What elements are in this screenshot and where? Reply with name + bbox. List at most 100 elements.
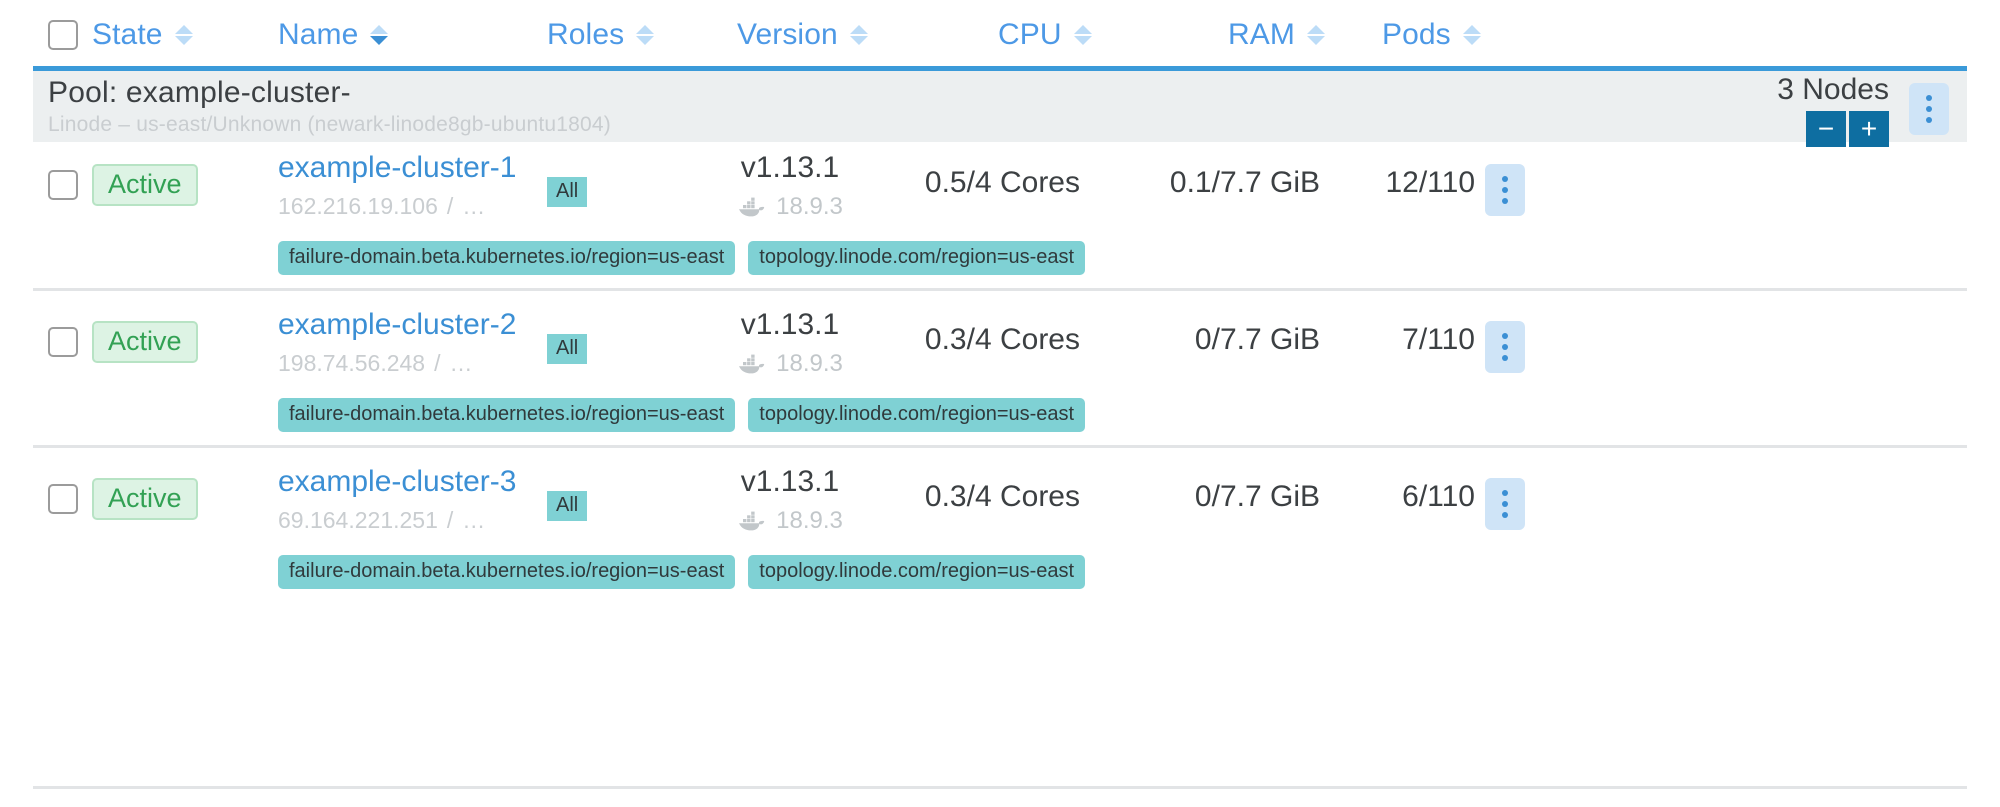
node-label-chip: failure-domain.beta.kubernetes.io/region…	[278, 555, 736, 589]
kebab-dot	[1926, 106, 1932, 112]
cell-version: v1.13.1	[700, 467, 880, 533]
sort-chevrons-icon[interactable]	[173, 25, 195, 45]
sort-chevrons-icon[interactable]	[848, 25, 870, 45]
row-separator	[33, 288, 1967, 291]
chevron-down-icon	[370, 36, 389, 45]
sort-chevrons-icon[interactable]	[368, 25, 390, 45]
cell-pods: 12/110	[1330, 166, 1475, 200]
cell-version: v1.13.1	[700, 310, 880, 376]
node-label-chip: topology.linode.com/region=us-east	[748, 555, 1086, 589]
cell-roles: All	[547, 171, 588, 207]
decrement-nodes-button[interactable]: −	[1806, 111, 1846, 147]
cpu-value: 0.3/4 Cores	[924, 480, 1080, 513]
chevron-down-icon	[849, 36, 868, 45]
kebab-dot	[1502, 355, 1508, 361]
ip-separator: /	[446, 507, 454, 533]
node-ip-address: 198.74.56.248	[278, 350, 426, 376]
cell-name: example-cluster-1 162.216.19.106/…	[278, 153, 516, 218]
node-labels: failure-domain.beta.kubernetes.io/region…	[278, 398, 1086, 432]
node-ip-more[interactable]: …	[462, 193, 487, 219]
chevron-up-icon	[370, 25, 389, 34]
role-chip: All	[547, 177, 588, 207]
node-name-link[interactable]: example-cluster-3	[278, 465, 517, 498]
column-header-ram-label: RAM	[1228, 18, 1295, 51]
kebab-dot	[1502, 333, 1508, 339]
node-labels: failure-domain.beta.kubernetes.io/region…	[278, 555, 1086, 589]
column-header-pods-label: Pods	[1382, 18, 1451, 51]
cell-name: example-cluster-2 198.74.56.248 / …	[278, 310, 516, 375]
row-select-checkbox[interactable]	[48, 484, 78, 514]
chevron-up-icon	[174, 25, 193, 34]
row-kebab-menu-icon[interactable]	[1485, 164, 1525, 216]
chevron-down-icon	[636, 36, 655, 45]
sort-chevrons-icon[interactable]	[1072, 25, 1094, 45]
sort-chevrons-icon[interactable]	[634, 25, 656, 45]
cell-name: example-cluster-3 69.164.221.251/…	[278, 467, 516, 532]
docker-icon	[737, 354, 767, 374]
node-count-stepper: − +	[1806, 111, 1889, 147]
cell-pods: 7/110	[1330, 323, 1475, 357]
column-header-state[interactable]: State	[92, 18, 195, 52]
cell-cpu: 0.3/4 Cores	[860, 480, 1080, 514]
select-all-checkbox[interactable]	[48, 20, 78, 50]
docker-icon	[737, 511, 767, 531]
pool-subtitle: Linode – us-east/Unknown (newark-linode8…	[48, 113, 611, 136]
cell-state: Active	[92, 321, 198, 364]
pool-node-controls: 3 Nodes − +	[1569, 71, 1889, 147]
role-chip: All	[547, 491, 588, 521]
ram-value: 0/7.7 GiB	[1194, 323, 1320, 356]
container-runtime-version: 18.9.3	[776, 193, 843, 220]
column-header-cpu[interactable]: CPU	[998, 18, 1094, 52]
node-label-chip: topology.linode.com/region=us-east	[748, 398, 1086, 432]
node-name-link[interactable]: example-cluster-2	[278, 308, 517, 341]
column-header-name[interactable]: Name	[278, 18, 390, 52]
kubernetes-version: v1.13.1	[740, 151, 840, 184]
cell-row-actions	[1485, 470, 1525, 530]
row-separator	[33, 786, 1967, 789]
sort-chevrons-icon[interactable]	[1461, 25, 1483, 45]
pods-value: 6/110	[1402, 480, 1475, 513]
cpu-value: 0.5/4 Cores	[924, 166, 1080, 199]
column-header-version-label: Version	[737, 18, 838, 51]
chevron-up-icon	[1306, 25, 1325, 34]
kebab-dot	[1502, 512, 1508, 518]
cell-ram: 0/7.7 GiB	[1110, 323, 1320, 357]
sort-chevrons-icon[interactable]	[1305, 25, 1327, 45]
cell-state: Active	[92, 164, 198, 207]
row-kebab-menu-icon[interactable]	[1485, 321, 1525, 373]
row-checkbox-cell	[48, 327, 78, 365]
status-badge: Active	[92, 321, 198, 364]
container-runtime-version: 18.9.3	[776, 507, 843, 534]
kebab-dot	[1502, 501, 1508, 507]
increment-nodes-button[interactable]: +	[1849, 111, 1889, 147]
node-label-chip: failure-domain.beta.kubernetes.io/region…	[278, 241, 736, 275]
row-select-checkbox[interactable]	[48, 170, 78, 200]
row-kebab-menu-icon[interactable]	[1485, 478, 1525, 530]
kebab-dot	[1502, 198, 1508, 204]
cell-roles: All	[547, 485, 588, 521]
column-header-version[interactable]: Version	[737, 18, 870, 52]
cell-roles: All	[547, 328, 588, 364]
cell-cpu: 0.5/4 Cores	[860, 166, 1080, 200]
header-divider	[33, 66, 1967, 71]
pool-kebab-menu-icon[interactable]	[1909, 83, 1949, 135]
node-ip-row: 69.164.221.251/…	[278, 509, 516, 532]
column-header-roles[interactable]: Roles	[547, 18, 656, 52]
cell-row-actions	[1485, 313, 1525, 373]
row-select-checkbox[interactable]	[48, 327, 78, 357]
container-runtime: 18.9.3	[700, 352, 880, 376]
node-ip-address: 162.216.19.106	[278, 193, 438, 219]
kubernetes-version: v1.13.1	[740, 465, 840, 498]
select-all-checkbox-cell	[48, 20, 82, 50]
chevron-down-icon	[1073, 36, 1092, 45]
column-header-ram[interactable]: RAM	[1228, 18, 1327, 52]
cell-state: Active	[92, 478, 198, 521]
kebab-dot	[1926, 117, 1932, 123]
node-ip-more[interactable]: …	[449, 350, 474, 376]
node-ip-more[interactable]: …	[462, 507, 487, 533]
chevron-up-icon	[849, 25, 868, 34]
column-header-pods[interactable]: Pods	[1382, 18, 1483, 52]
ip-separator: /	[434, 350, 441, 376]
table-row: Active example-cluster-2 198.74.56.248 / ……	[0, 305, 2000, 432]
node-name-link[interactable]: example-cluster-1	[278, 151, 517, 184]
